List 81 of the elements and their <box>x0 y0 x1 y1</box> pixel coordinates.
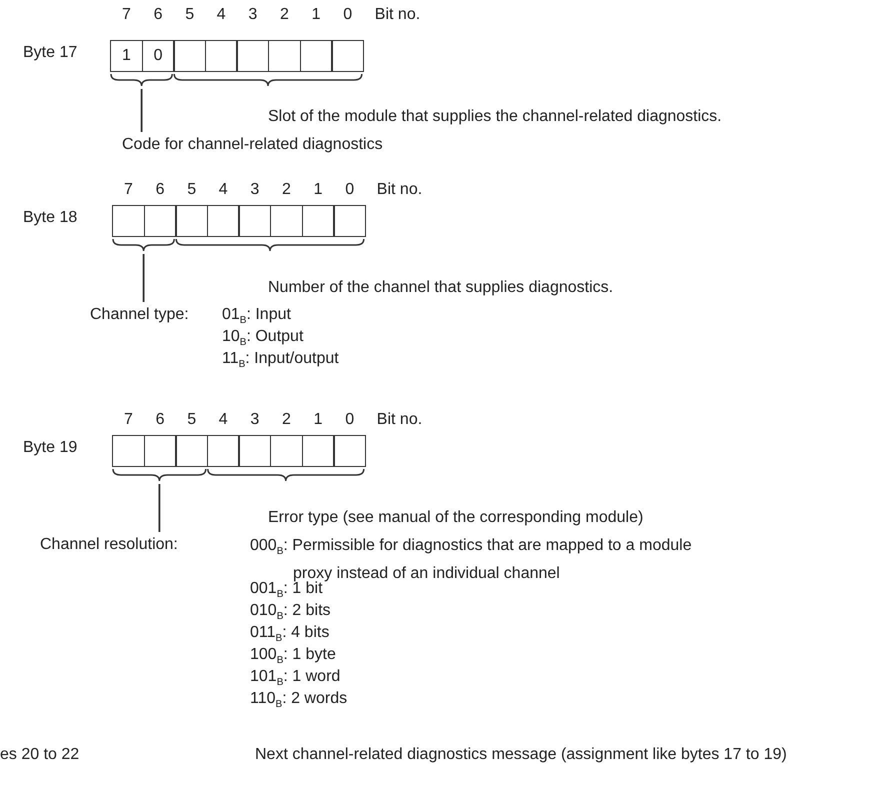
bit-number: 1 <box>312 5 320 25</box>
field-description: Channel type: <box>90 305 189 325</box>
bit-number: 6 <box>156 180 164 200</box>
bit-number: 4 <box>216 5 226 25</box>
value-description: 000$_{B}$: Permissible for diagnostics that are mapped to a module proxy instead of an individual channel <box>250 536 693 582</box>
bit-number: 3 <box>250 410 260 430</box>
bit-cell <box>175 205 208 237</box>
bracket <box>112 468 207 482</box>
bit-number-caption: Bit no. <box>376 180 422 200</box>
bit-cell <box>144 435 177 467</box>
field-description: Code for channel-related diagnostics <box>122 135 383 155</box>
field-description: Slot of the module that supplies the channel-related diagnostics. <box>268 107 722 127</box>
bit-number-caption: Bit no. <box>374 5 420 25</box>
value-description: 01$_{B}$: Input <box>222 305 291 328</box>
bit-number: 2 <box>282 410 291 430</box>
value-description: 100$_{B}$: 1 byte <box>250 645 336 668</box>
bit-number: 0 <box>343 5 352 25</box>
bit-cell <box>302 205 335 237</box>
bit-cell <box>270 205 303 237</box>
bit-cell <box>206 205 240 237</box>
bracket <box>207 468 365 482</box>
bracket <box>112 238 175 252</box>
bit-cell <box>236 40 270 72</box>
bit-cell <box>112 435 145 467</box>
bit-cell <box>238 435 272 467</box>
bit-cell <box>333 435 366 467</box>
bit-number: 5 <box>185 5 194 25</box>
bit-number: 2 <box>282 180 291 200</box>
leader-line <box>142 254 144 302</box>
bit-number: 5 <box>187 180 196 200</box>
field-description: Number of the channel that supplies diagnostics. <box>268 278 614 298</box>
bit-cell <box>300 40 333 72</box>
bit-number: 4 <box>218 410 228 430</box>
bit-number: 3 <box>248 5 258 25</box>
bit-cell <box>331 40 364 72</box>
bit-cell <box>302 435 335 467</box>
bit-number: 3 <box>250 180 260 200</box>
bit-number: 7 <box>124 410 133 430</box>
value-description: 110$_{B}$: 2 words <box>250 689 348 712</box>
bit-number: 6 <box>154 5 162 25</box>
bit-number: 0 <box>345 410 354 430</box>
bracket <box>110 74 173 87</box>
byte-label: Byte 17 <box>23 43 78 63</box>
field-description: Next channel-related diagnostics message (assignment like bytes 17 to 19) <box>255 745 787 765</box>
bit-number: 0 <box>345 180 354 200</box>
bit-cell <box>175 435 208 467</box>
bit-cell <box>238 205 272 237</box>
bit-cell <box>204 40 238 72</box>
bit-cell <box>112 205 145 237</box>
field-description: Channel resolution: <box>40 535 178 555</box>
bit-cell: 1 <box>110 40 143 72</box>
bit-number: 4 <box>218 180 228 200</box>
bit-number: 1 <box>314 410 322 430</box>
byte-label: es 20 to 22 <box>0 745 80 765</box>
bit-cell <box>270 435 303 467</box>
bit-cell <box>144 205 177 237</box>
value-description: 001$_{B}$: 1 bit <box>250 580 323 602</box>
bit-number: 7 <box>122 5 131 25</box>
bit-cell <box>206 435 240 467</box>
bit-number: 2 <box>280 5 289 25</box>
bit-cell <box>268 40 301 72</box>
bracket <box>175 238 365 252</box>
value-description: 10$_{B}$: Output <box>222 327 304 350</box>
value-description: 101$_{B}$: 1 word <box>250 667 340 690</box>
bit-number: 5 <box>187 410 196 430</box>
bit-number: 6 <box>156 410 164 430</box>
bit-cell: 0 <box>142 40 175 72</box>
leader-line <box>140 89 142 132</box>
bracket <box>173 74 363 87</box>
value-description: 010$_{B}$: 2 bits <box>250 601 331 624</box>
bit-cell <box>333 205 366 237</box>
bit-number-caption: Bit no. <box>376 410 422 430</box>
value-description: 011$_{B}$: 4 bits <box>250 623 330 646</box>
field-description: Error type (see manual of the corresponding module) <box>268 508 644 528</box>
bit-number: 7 <box>124 180 133 200</box>
value-description: 11$_{B}$: Input/output <box>222 349 339 372</box>
byte-label: Byte 18 <box>23 208 78 228</box>
bit-number: 1 <box>314 180 322 200</box>
leader-line <box>158 484 160 532</box>
byte-label: Byte 19 <box>23 438 78 458</box>
bit-cell <box>173 40 206 72</box>
